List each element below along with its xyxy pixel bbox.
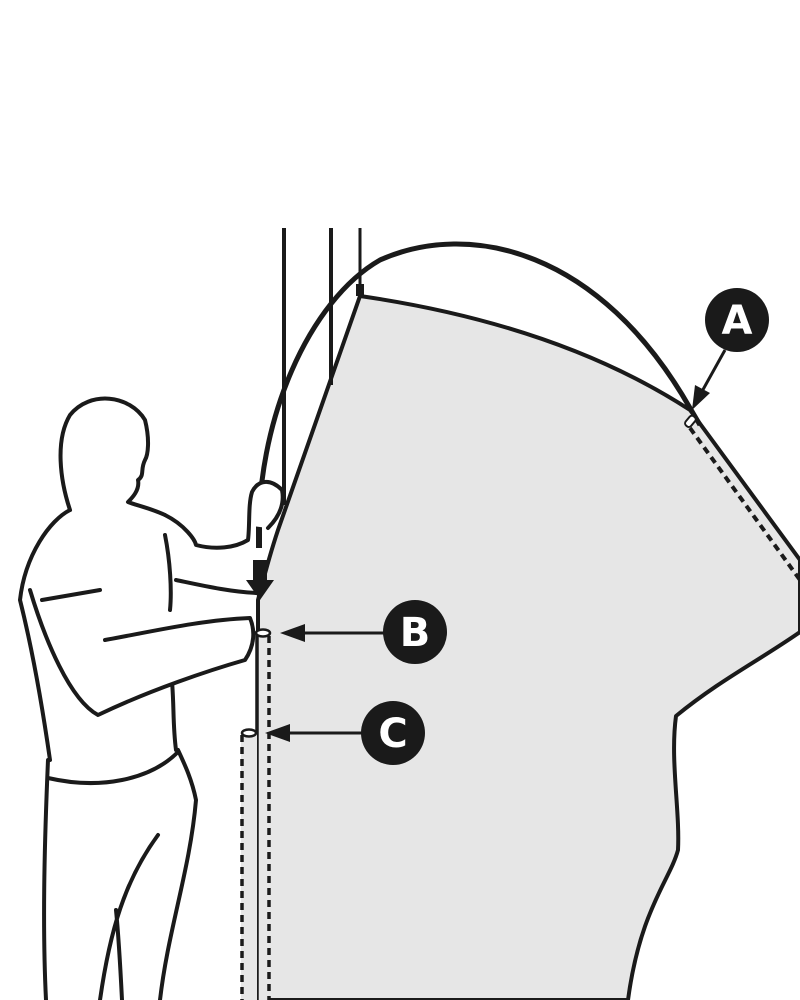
callout-c: C (265, 701, 425, 765)
sleeve-b-opening (254, 628, 272, 638)
callout-b: B (280, 600, 447, 664)
sleeve-c-opening (240, 728, 258, 738)
callout-c-label: C (378, 711, 407, 757)
sleeve-tube-c (241, 733, 257, 1000)
sleeve-tube-b (256, 632, 270, 1000)
pole-end-a (684, 414, 697, 428)
corner-tab (356, 284, 364, 296)
tent-fabric-panel (256, 294, 800, 1000)
callout-b-label: B (400, 610, 431, 656)
tent-pole-arch (256, 241, 703, 546)
callout-a-label: A (722, 298, 753, 344)
sleeve-seam-right (688, 426, 800, 582)
callout-a: A (692, 288, 769, 410)
down-arrow-icon (246, 560, 274, 600)
person-figure (18, 396, 285, 1000)
